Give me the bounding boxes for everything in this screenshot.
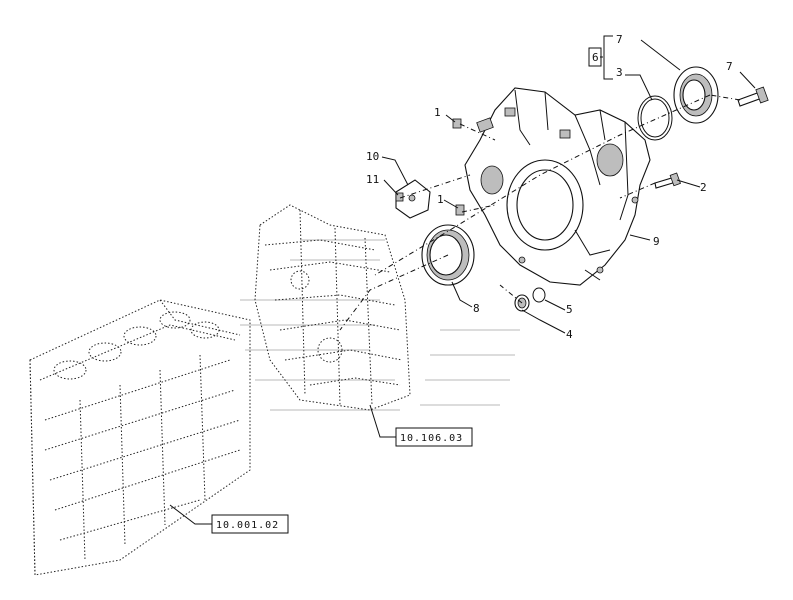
callout-6: 6 xyxy=(592,51,599,64)
callout-4: 4 xyxy=(566,328,573,341)
callout-10: 10 xyxy=(366,150,379,163)
callout-3: 3 xyxy=(616,66,623,79)
leader-lines xyxy=(169,39,756,525)
callout-1-mid: 1 xyxy=(437,193,444,206)
front-housing-outline xyxy=(254,204,411,411)
callout-7-kit: 7 xyxy=(616,33,623,46)
bolt-part-2 xyxy=(654,172,681,189)
bolt-part-1-top xyxy=(452,118,462,129)
bolt-part-1-mid xyxy=(455,204,465,216)
bolt-part-7 xyxy=(737,86,769,107)
washer-part-5 xyxy=(532,287,546,303)
callout-1-top: 1 xyxy=(434,106,441,119)
callout-2: 2 xyxy=(700,181,707,194)
callout-9: 9 xyxy=(653,235,660,248)
reference-label-block: 10.001.02 xyxy=(216,520,279,531)
flywheel-housing-part-9 xyxy=(464,87,651,286)
kit-bracket xyxy=(588,35,613,80)
cover-plate-part-10 xyxy=(395,179,431,219)
reference-box-front-housing[interactable]: 10.106.03 xyxy=(395,427,473,447)
reference-box-engine-block[interactable]: 10.001.02 xyxy=(211,514,289,534)
callout-8: 8 xyxy=(473,302,480,315)
seal-kit-part-7 xyxy=(673,66,719,124)
o-ring-part-3 xyxy=(637,95,673,141)
watermark-lines xyxy=(240,239,520,411)
reference-label-front: 10.106.03 xyxy=(400,433,463,444)
callout-7-bolt: 7 xyxy=(726,60,733,73)
callout-5: 5 xyxy=(566,303,573,316)
assembly-axes xyxy=(339,94,741,331)
engine-block-outline xyxy=(29,299,251,576)
callout-11: 11 xyxy=(366,173,379,186)
